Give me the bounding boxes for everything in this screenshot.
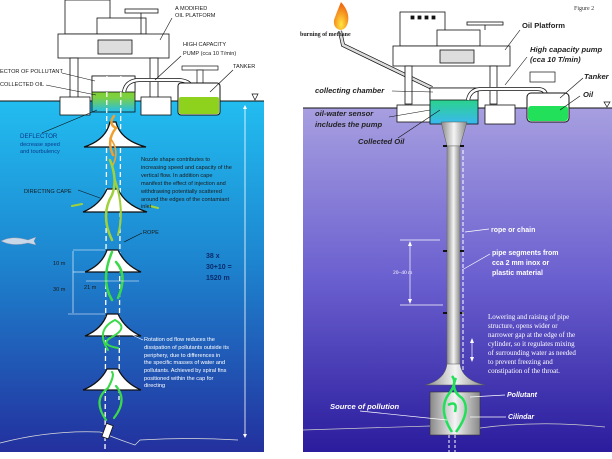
left-panel: A MODIFIED OIL PLATFORM HIGH CAPACITY PU… [0,0,264,452]
depth-calc: 38 x [206,253,220,260]
collected-oil-label: COLLECTED OIL [0,82,44,88]
fish-icon [0,236,37,246]
nozzle-note-4: manifest the effect of injection and [141,181,226,187]
lowering-note-5: of surrounding water as needed [488,349,576,357]
segments-label: pipe segments from [492,250,559,257]
chamber-label: collecting chamber [315,86,385,95]
segment-length-label: 20–40 m [393,270,413,276]
seabed-right [302,423,606,431]
lowering-note: Lowering and raising of pipe [488,313,569,321]
dim-10m: 10 m [53,261,66,267]
rotation-note-3: periphery, due to differences in [144,353,220,359]
sensor-label: oil-water sensor [315,109,374,118]
pollutant-label: Pollutant [507,392,538,399]
tanker-label: TANKER [233,64,255,70]
dimension-lines-right [400,239,473,360]
riser-pipe [446,145,461,369]
deflector-desc: decrease speed [20,142,60,148]
pollutant-flow [71,114,159,422]
depth-calc-3: 1520 m [206,275,230,282]
directing-cape-label: DIRECTING CAPE [24,189,72,195]
cape-cone-4 [84,313,142,337]
segments-label-2: cca 2 mm inox or [492,260,549,267]
rope-chain-label: rope or chain [491,227,535,234]
nozzle-note-6: around the edges of the contamiant [141,197,229,203]
water-level-icon-right [603,101,611,108]
source-label: Source of pollution [330,402,400,411]
deflector-cone [83,121,147,148]
oil-label: Oil [583,90,594,99]
leader-lines [41,17,234,341]
pump-label-right-2: (cca 10 T/min) [530,55,581,64]
dim-21m: 21 m [84,285,97,291]
dimension-lines [68,249,139,315]
nozzle-note-3: vertical flow. In addition cape [141,173,213,179]
rotation-note: Rotation od flow reduces the [144,337,215,343]
tanker [177,65,221,116]
sensor-label-2: includes the pump [315,120,382,129]
cylinder-label: Cilindar [508,414,535,421]
deflector-desc-2: and tourbulency [20,149,60,155]
flame-icon [333,2,349,30]
lowering-note-6: to prevent freezing and [488,358,553,366]
tanker-right [526,71,570,123]
right-labels: Figure 2 burning of methane Oil Platform… [300,6,610,421]
nozzle-note: Nozzle shape contributes to [141,157,210,163]
pipe-joints [443,145,464,314]
oil-platform-right [392,11,516,125]
lowering-note-3: narrower gap at the edge of the [488,331,575,339]
sea-water [0,101,264,452]
depth-calc-2: 30+10 = [206,264,232,271]
nozzle-note-5: withdrawing potentially scattered [140,189,222,195]
flare-bottom [424,363,486,386]
segments-label-3: plastic material [492,270,543,277]
rotation-note-4: the specific masses of water and [144,360,225,366]
water-level-icon [251,93,259,101]
platform-label-line2: OIL PLATFORM [175,13,216,19]
cape-cone-3 [84,249,142,273]
dim-30m: 30 m [53,287,66,293]
figure-label: Figure 2 [574,6,594,12]
pump-label-right: High capacity pump [530,45,603,54]
rotation-note-6: positioned within the cap for [144,376,213,382]
nozzle-note-7: inlet [141,204,152,210]
lowering-note-4: cylinder, so it regulates mixing [488,340,575,348]
pump-label-line2: PUMP (cca 10 T/min) [183,51,236,57]
tanker-label-right: Tanker [584,72,610,81]
collected-oil-label-right: Collected Oil [358,137,405,146]
rotation-note-7: directing [144,383,165,389]
rotation-note-5: pollutants. Achieved by spiral fins [144,368,227,374]
lowering-note-2: structure, opens wider or [488,322,558,330]
methane-label: burning of methane [300,32,351,38]
right-panel: Figure 2 burning of methane Oil Platform… [300,2,612,452]
cylinder [429,391,481,436]
pump-label: HIGH CAPACITY [183,42,226,48]
lowering-note-7: constipation of the throat. [488,367,560,375]
platform-label-right: Oil Platform [522,21,565,30]
rope-label: ROPE [143,230,159,236]
pollution-source-pipe [101,422,114,440]
nozzle-note-2: increasing speed and capacity of the [141,165,232,171]
seabed [0,431,239,446]
left-labels: A MODIFIED OIL PLATFORM HIGH CAPACITY PU… [0,6,255,389]
deflector-title: DEFLECTOR [20,133,58,140]
rotation-note-2: dissipation of pollutants outside its [144,345,229,351]
platform-label: A MODIFIED [175,6,207,12]
leader-lines-right [388,29,584,139]
collector-label: ECTOR OF POLLUTANT [0,69,63,75]
